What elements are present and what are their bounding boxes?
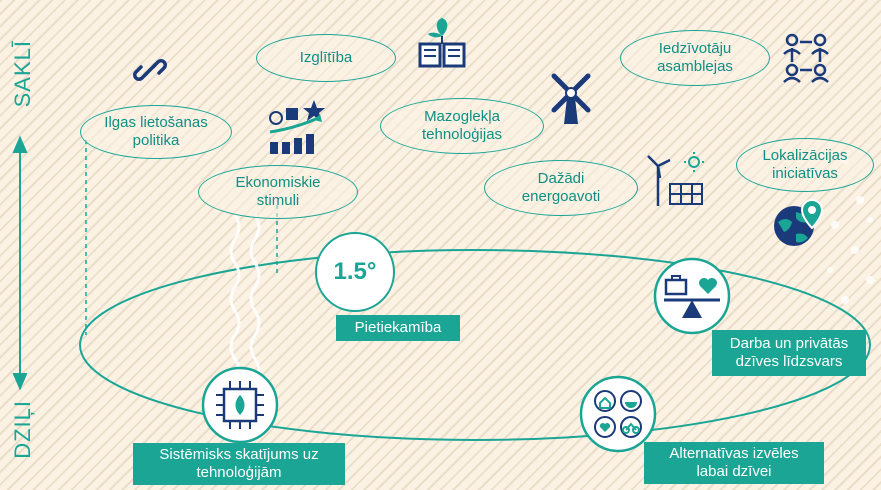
vertical-axis-arrow xyxy=(12,135,28,391)
bubble-long-use-policy: Ilgas lietošanas politika xyxy=(80,105,232,159)
globe-pin-icon xyxy=(774,198,824,246)
axis-label-shallow: SAKLĪ xyxy=(10,40,35,108)
book-plant-icon xyxy=(418,18,466,68)
work-life-scale-icon xyxy=(653,257,731,335)
axis-label-deep: DZIĻI xyxy=(10,400,35,459)
target-badge: 1.5° xyxy=(315,232,395,312)
box-alternative-choices: Alternatīvas izvēles labai dzīvei xyxy=(644,442,824,484)
box-sufficiency: Pietiekamība xyxy=(336,315,460,341)
people-network-icon xyxy=(783,33,829,83)
box-work-life-balance: Darba un privātās dzīves līdzsvars xyxy=(712,330,866,376)
bubble-diverse-energy: Dažādi energoavoti xyxy=(484,160,638,216)
windmill-icon xyxy=(551,73,591,124)
bubble-citizen-assemblies: Iedzīvotāju asamblejas xyxy=(620,30,770,86)
lifestyle-choices-icon xyxy=(579,375,657,453)
solar-wind-icon xyxy=(647,152,704,206)
depth-ellipse xyxy=(79,249,871,441)
box-systemic-view: Sistēmisks skatījums uz tehnoloģijām xyxy=(133,443,345,485)
bubble-economic-incentives: Ekonomiskie stimuli xyxy=(198,165,358,219)
money-growth-chart-icon xyxy=(269,100,325,154)
link-icon xyxy=(133,59,167,81)
chip-leaf-icon xyxy=(201,366,279,444)
bubble-low-carbon-tech: Mazoglekļa tehnoloģijas xyxy=(380,98,544,154)
bubble-localization-initiatives: Lokalizācijas iniciatīvas xyxy=(736,138,874,192)
wavy-lines xyxy=(229,214,261,384)
bubble-education: Izglītība xyxy=(256,34,396,82)
